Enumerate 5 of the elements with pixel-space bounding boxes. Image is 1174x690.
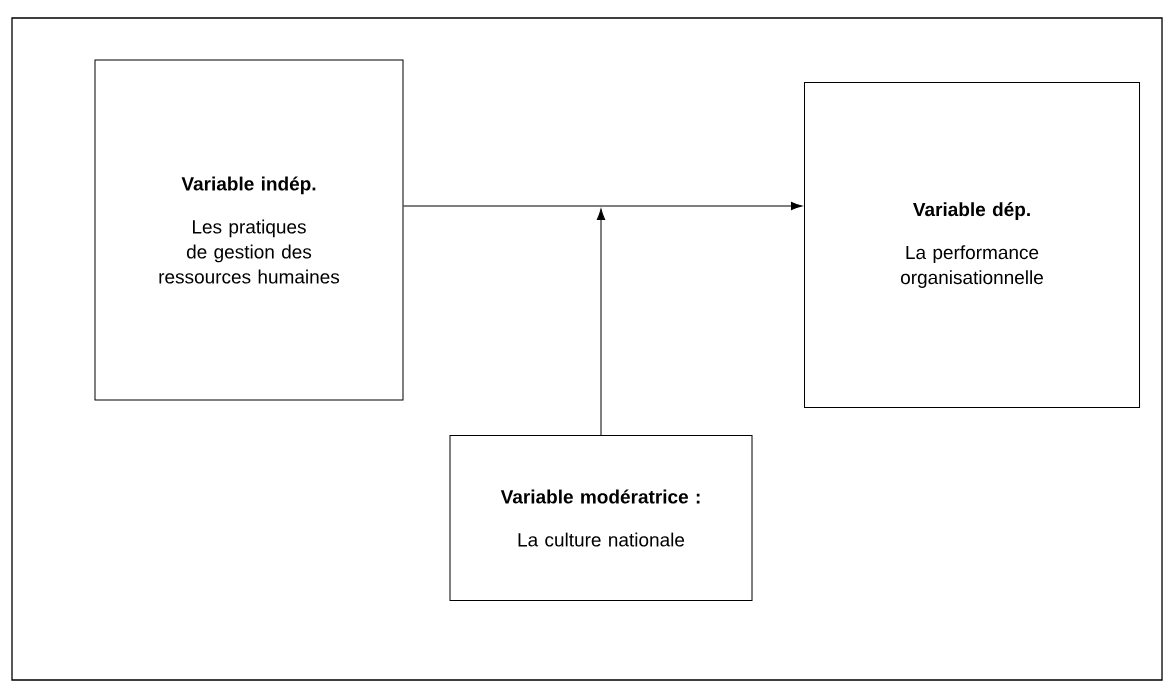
variable-box: Variable modératrice : La culture nationale	[449, 435, 753, 601]
arrow	[596, 208, 606, 436]
arrow	[403, 201, 803, 211]
variable-box: Variable indép. Les pratiques de gestion des ressources humaines	[94, 59, 404, 401]
variable-box: Variable dép. La performance organisationnelle	[804, 82, 1140, 408]
